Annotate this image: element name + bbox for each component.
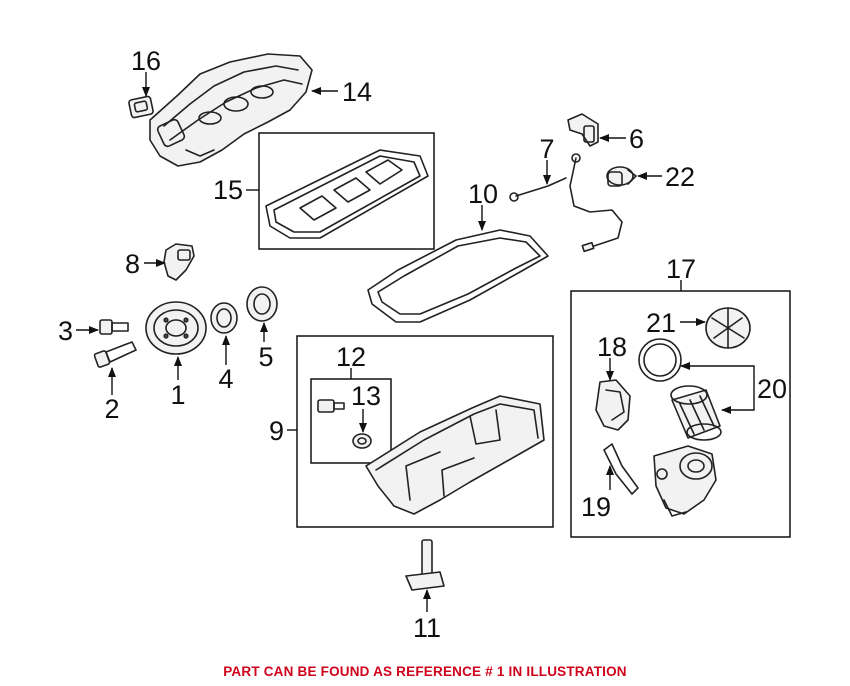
callout-2: 2 [104, 394, 119, 424]
housing-gasket [595, 379, 631, 431]
oil-filter-element [670, 385, 722, 441]
drain-plug-washer [352, 433, 372, 449]
oil-pan-group-box [296, 335, 554, 528]
callout-14: 14 [342, 77, 372, 107]
callout-5: 5 [258, 342, 273, 372]
crankshaft-sensor [163, 243, 195, 281]
callout-10: 10 [468, 179, 498, 209]
callout-3: 3 [58, 316, 73, 346]
seal-5 [246, 286, 278, 322]
callout-7: 7 [539, 134, 554, 164]
callout-12: 12 [336, 342, 366, 372]
sensor-harness [509, 153, 623, 253]
callout-13: 13 [351, 381, 381, 411]
callout-21: 21 [646, 308, 676, 338]
leader-20-b [721, 388, 755, 414]
callout-11: 11 [413, 613, 441, 643]
callout-1: 1 [170, 380, 185, 410]
oil-filter-cap [705, 307, 751, 349]
callout-22: 22 [665, 162, 695, 192]
pressure-sensor [606, 166, 637, 187]
leader-20-a [680, 362, 755, 388]
valve-cover [149, 53, 313, 167]
gasket-strip [603, 443, 639, 495]
callout-19: 19 [581, 492, 611, 522]
drain-plug [317, 399, 345, 413]
callout-9: 9 [269, 416, 284, 446]
callout-17: 17 [666, 254, 696, 284]
filter-o-ring [638, 338, 682, 382]
oil-filter-housing [653, 445, 717, 517]
bolt-3 [99, 319, 129, 335]
callout-16: 16 [131, 46, 161, 76]
oil-pan-gasket [367, 229, 549, 323]
seal-4 [210, 302, 238, 334]
gasket-kit-box [258, 132, 435, 250]
callout-18: 18 [597, 332, 627, 362]
callout-8: 8 [125, 249, 140, 279]
oil-pan [365, 395, 545, 515]
callout-4: 4 [218, 364, 233, 394]
filler-cap [128, 95, 154, 119]
reference-note: PART CAN BE FOUND AS REFERENCE # 1 IN IL… [223, 664, 627, 679]
bolt-2 [93, 341, 137, 368]
callout-15: 15 [213, 175, 243, 205]
valve-cover-gasket [265, 149, 429, 239]
callout-6: 6 [629, 124, 644, 154]
oil-level-sensor [405, 539, 445, 591]
camshaft-sensor [567, 113, 599, 147]
crankshaft-pulley [145, 301, 207, 355]
parts-diagram: 16 14 15 7 6 22 10 8 3 2 1 4 5 12 13 9 1… [58, 46, 791, 643]
callout-20: 20 [757, 374, 787, 404]
